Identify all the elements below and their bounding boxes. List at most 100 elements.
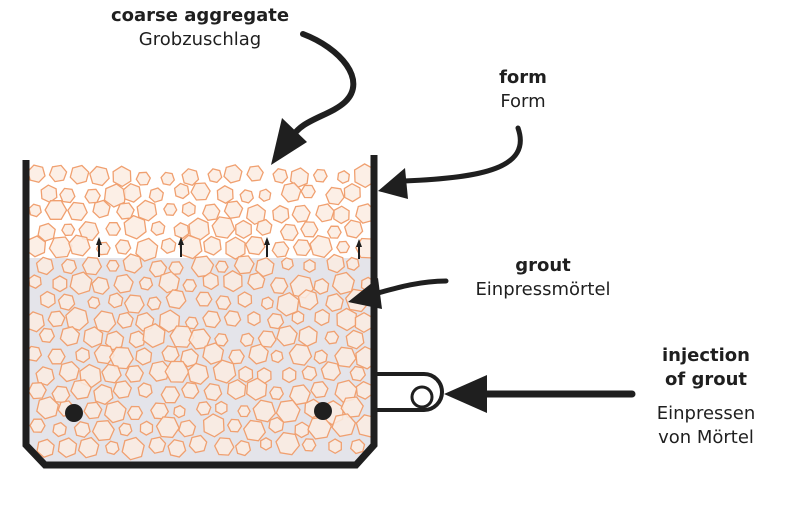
coarse-aggregate-en: coarse aggregate: [110, 5, 290, 26]
aggregate-particle: [107, 292, 124, 309]
aggregate-particle: [89, 165, 110, 187]
aggregate-particle: [269, 277, 289, 295]
grout-rise-arrows: [96, 237, 362, 259]
aggregate-particle: [214, 333, 229, 347]
aggregate-particle: [155, 416, 180, 439]
aggregate-particle: [223, 164, 243, 184]
aggregate-particle: [349, 438, 366, 455]
aggregate-particle: [104, 440, 120, 456]
aggregate-particle: [257, 330, 277, 348]
aggregate-particle: [300, 184, 316, 199]
aggregate-particle: [87, 296, 101, 310]
aggregate-particle: [355, 203, 371, 224]
aggregate-particle: [123, 214, 147, 240]
aggregate-particle: [239, 332, 255, 348]
aggregate-particle: [68, 234, 91, 257]
aggregate-particle: [215, 400, 228, 416]
aggregate-particle: [158, 309, 181, 333]
aggregate-particle: [282, 366, 297, 384]
aggregate-particle: [345, 256, 360, 272]
pointer-arrows: [271, 31, 636, 413]
aggregate-particle: [294, 421, 310, 439]
aggregate-particle: [29, 164, 46, 184]
aggregate-particle: [112, 380, 133, 399]
aggregate-particle: [276, 325, 298, 347]
aggregate-particle: [29, 418, 46, 433]
aggregate-particle: [181, 381, 200, 400]
aggregate-particle: [312, 168, 328, 183]
aggregate-particle: [246, 377, 268, 401]
aggregate-particle: [203, 235, 222, 256]
aggregate-particle: [73, 420, 91, 439]
aggregate-particle: [258, 188, 272, 203]
aggregate-particle: [233, 255, 255, 275]
aggregate-particle: [92, 199, 111, 219]
aggregate-particle: [272, 167, 289, 184]
aggregate-particle: [211, 216, 236, 239]
aggregate-particle: [325, 186, 345, 206]
aggregate-particle: [255, 218, 273, 236]
aggregate-particle: [300, 221, 319, 238]
aggregate-particle: [167, 438, 187, 458]
aggregate-particle: [101, 363, 122, 384]
aggregate-particle: [326, 253, 346, 274]
aggregate-particle: [315, 203, 335, 223]
aggregate-particle: [303, 258, 316, 274]
aggregate-particle: [235, 219, 252, 240]
aggregate-particle: [190, 255, 215, 278]
aggregate-particle: [122, 182, 142, 203]
aggregate-particle: [52, 421, 67, 438]
aggregate-particle: [44, 200, 68, 220]
injection-label-de: Einpressen von Mörtel: [636, 402, 776, 450]
aggregate-particle: [59, 325, 81, 347]
aggregate-particle: [165, 289, 187, 310]
aggregate-particle: [247, 271, 266, 291]
aggregate-particle: [108, 346, 135, 370]
aggregate-particle: [150, 220, 166, 237]
aggregate-particle: [57, 437, 78, 459]
aggregate-particle: [29, 311, 45, 333]
aggregate-particle: [331, 413, 357, 438]
aggregate-particle: [61, 223, 76, 237]
aggregate-particle: [331, 271, 356, 295]
aggregate-particle: [78, 220, 100, 242]
aggregate-particle: [116, 311, 134, 329]
aggregate-particle: [181, 168, 200, 187]
aggregate-particle: [93, 310, 117, 333]
aggregate-particle: [195, 291, 213, 307]
injection-en-line1: injection: [662, 345, 750, 366]
aggregate-particle: [280, 257, 294, 271]
aggregate-particle: [239, 189, 255, 204]
aggregate-particle: [65, 306, 89, 332]
aggregate-particle: [190, 182, 211, 201]
aggregate-particle: [234, 439, 252, 457]
aggregate-particle: [313, 277, 330, 295]
aggregate-particle: [336, 307, 358, 332]
aggregate-particle: [237, 291, 253, 308]
aggregate-particle: [93, 344, 115, 365]
aggregate-particle: [29, 274, 42, 289]
aggregate-particle: [279, 223, 299, 242]
injection-en-line2: of grout: [664, 369, 747, 390]
aggregate-particle: [314, 308, 330, 327]
aggregate-particle: [215, 260, 229, 273]
aggregate-particle: [121, 436, 145, 461]
aggregate-particle: [242, 419, 267, 442]
aggregate-particle: [269, 386, 285, 401]
aggregate-particle: [48, 164, 68, 183]
aggregate-particle: [228, 349, 245, 365]
aggregate-particle: [136, 199, 158, 222]
aggregate-particle: [207, 168, 223, 184]
aggregate-particle: [215, 295, 232, 311]
aggregate-particle: [181, 201, 196, 218]
aggregate-particle: [237, 405, 251, 418]
aggregate-particle: [81, 256, 103, 276]
aggregate-particle: [69, 164, 90, 185]
aggregate-particle: [35, 366, 55, 386]
aggregate-particle: [118, 422, 133, 437]
aggregate-particle: [246, 203, 266, 226]
aggregate-particle: [106, 259, 120, 272]
aggregate-particle: [345, 329, 365, 350]
aggregate-particle: [353, 163, 371, 189]
